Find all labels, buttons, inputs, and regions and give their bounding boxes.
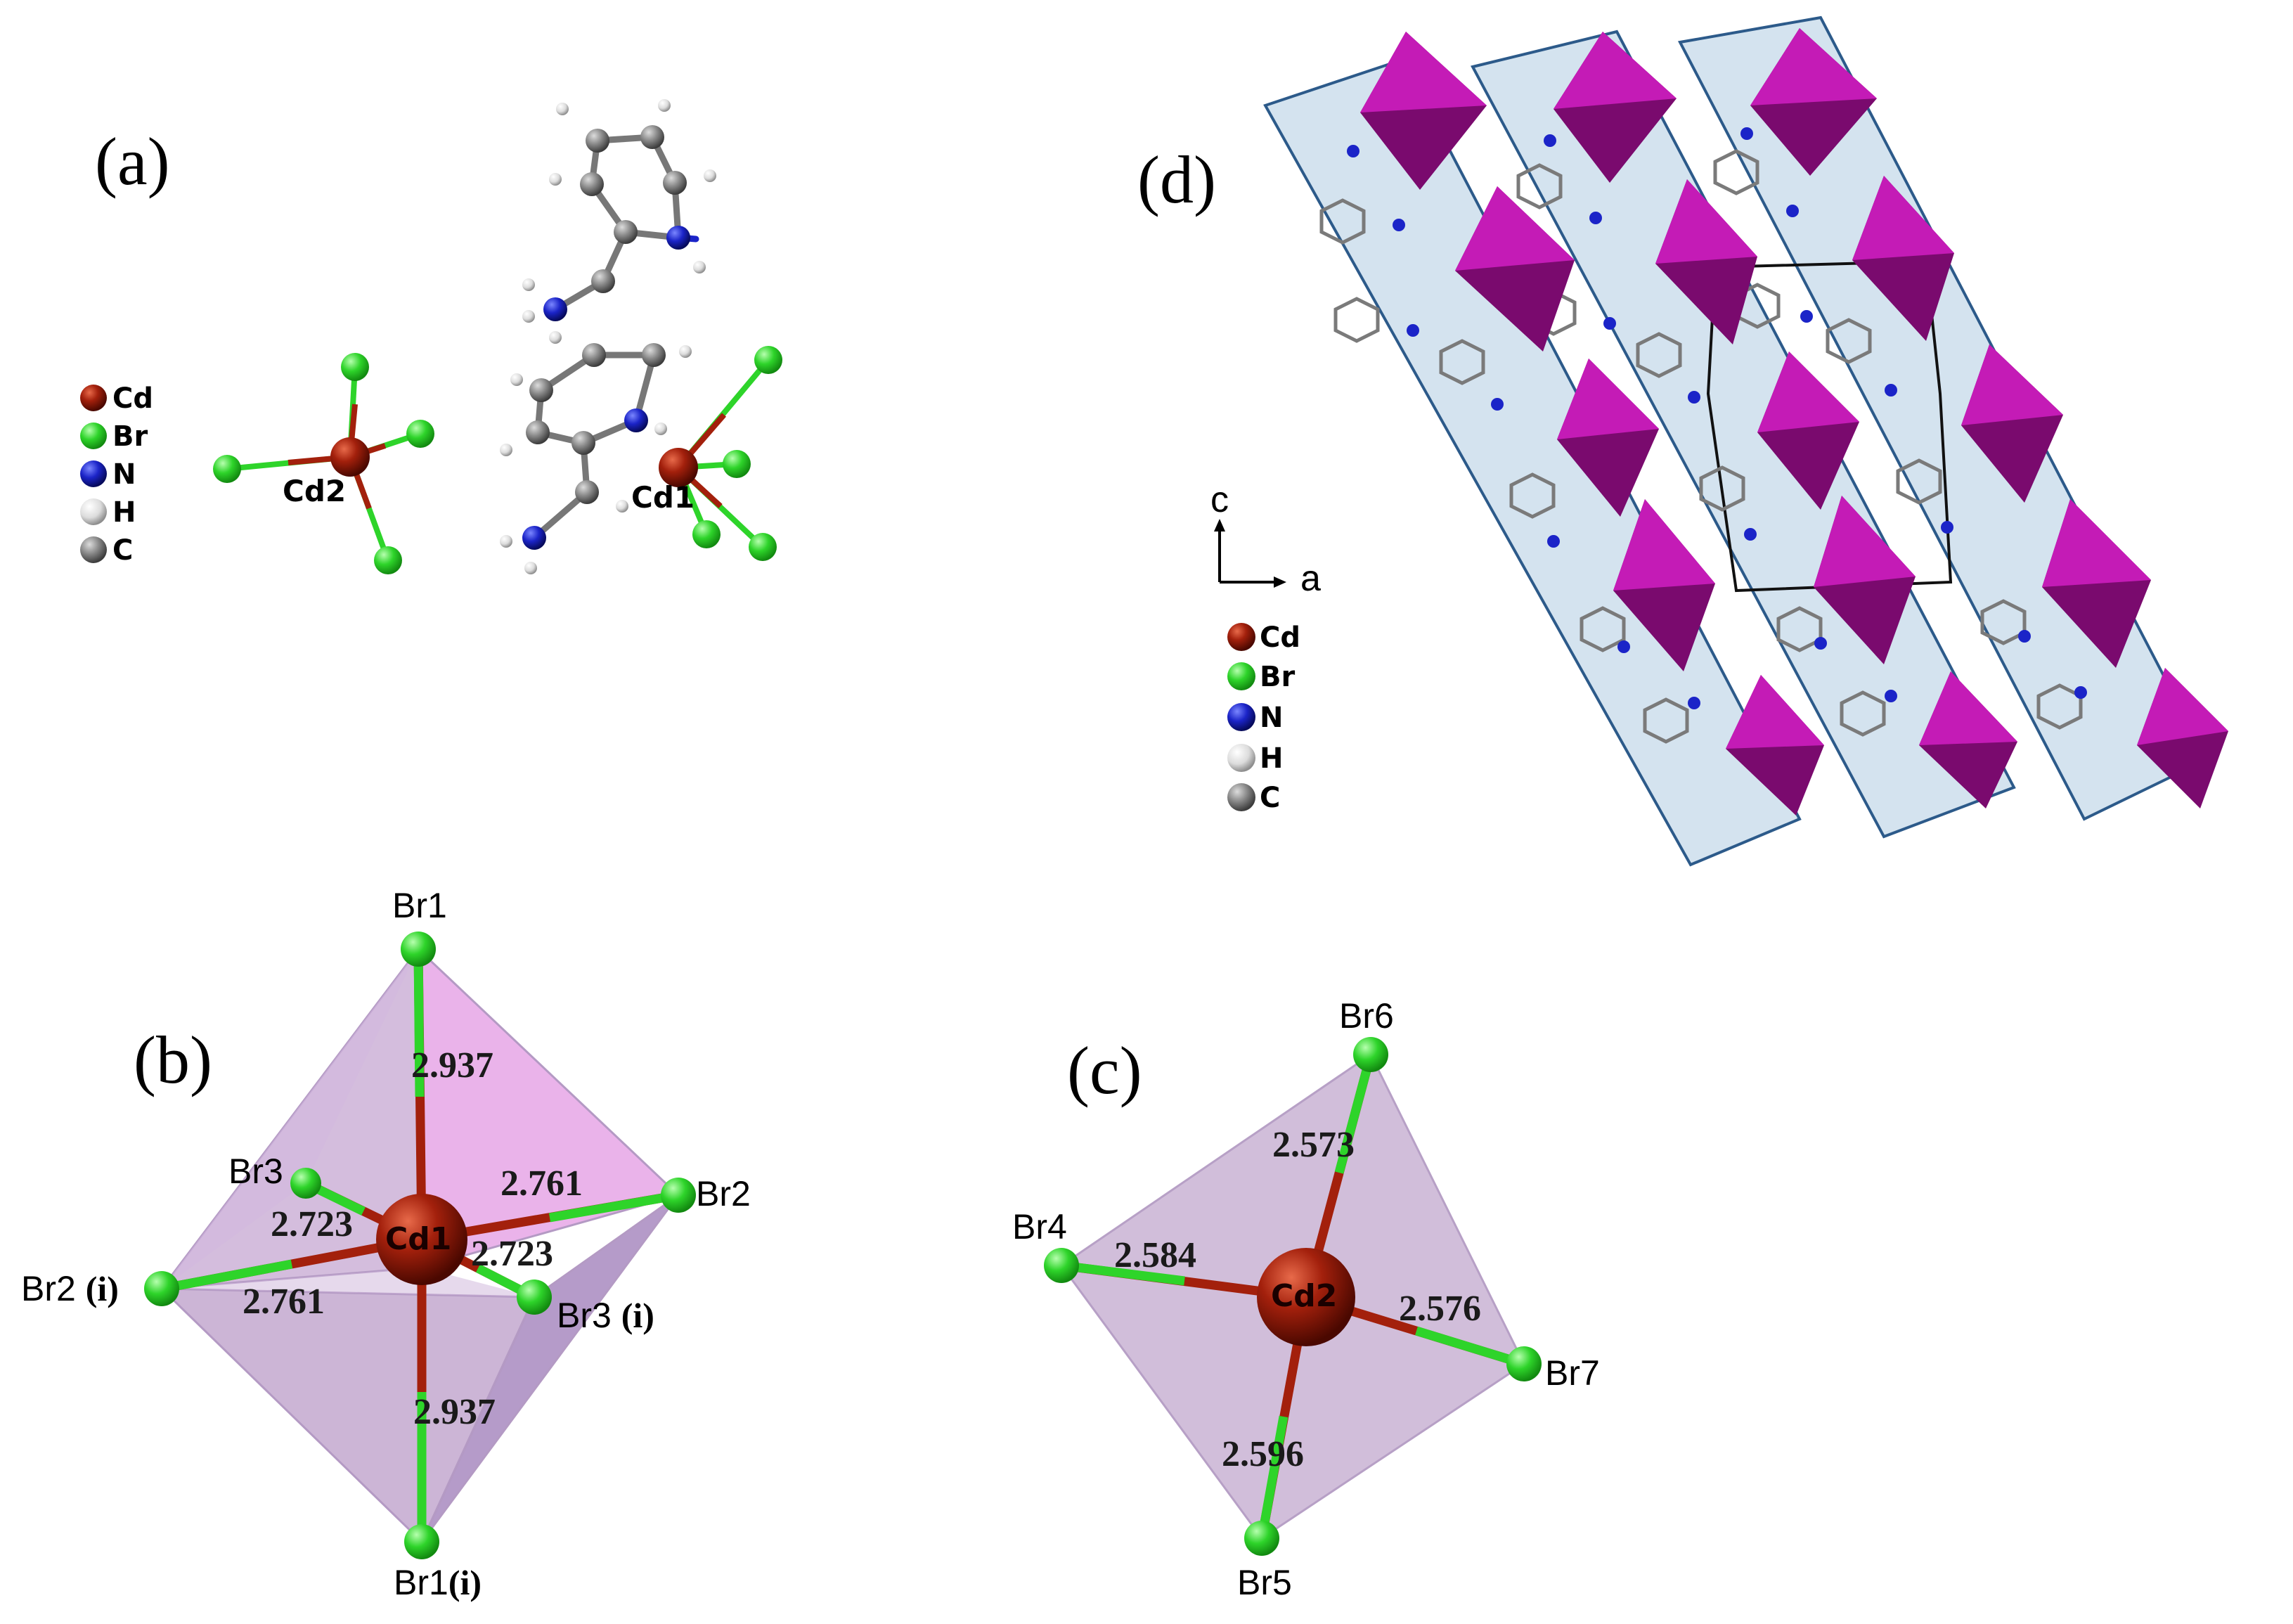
organic-n-atoms: [1347, 127, 2087, 709]
organic-cation-lower: [500, 343, 692, 574]
legend-cd-ball: [1227, 623, 1255, 651]
legend-n-ball: [80, 460, 107, 487]
octahedron: [1750, 28, 1877, 176]
axis-a-label: a: [1300, 558, 1321, 599]
octahedron: [1455, 186, 1575, 352]
legend-a: Cd Br N H C: [80, 382, 153, 567]
octahedron: [1613, 499, 1715, 671]
br3-label: Br3: [228, 1152, 283, 1191]
br3i-label: Br3 (i): [557, 1296, 654, 1335]
octahedron: [1919, 671, 2017, 808]
legend-br-ball: [1227, 662, 1255, 690]
br5-label: Br5: [1237, 1563, 1292, 1602]
br4-atom: [1044, 1248, 1079, 1283]
br7-label: Br7: [1545, 1353, 1600, 1393]
br1i-label: Br1(i): [394, 1563, 482, 1602]
br3i-atom: [517, 1280, 552, 1315]
legend-n-label: N: [1260, 702, 1283, 734]
bond-length-br1: 2.937: [411, 1045, 493, 1085]
cd1-octahedron-a: Cd1: [631, 346, 782, 561]
br2i-atom: [144, 1271, 179, 1306]
panel-a-label: (a): [95, 124, 170, 199]
legend-c-ball: [1227, 783, 1255, 811]
octahedron: [1852, 176, 1954, 341]
panel-b-label: (b): [134, 1022, 212, 1097]
octahedron: [1814, 496, 1916, 664]
octahedron: [2137, 668, 2228, 808]
legend-cd-label: Cd: [112, 382, 153, 415]
br-atom: [406, 420, 434, 448]
legend-c-ball: [80, 536, 107, 563]
cd2-tetrahedron-a: Cd2: [213, 353, 434, 574]
cd2-atom-c: [1257, 1248, 1355, 1346]
legend-c-label: C: [1260, 782, 1280, 814]
br4-label: Br4: [1012, 1207, 1067, 1246]
panel-b: (b) Cd1 Br1 Br1(i) Br2 Br2 (i): [21, 886, 751, 1602]
br6-label: Br6: [1339, 996, 1394, 1036]
br1i-atom: [404, 1524, 439, 1559]
bond-length-br1i: 2.937: [413, 1392, 496, 1432]
br1-label: Br1: [392, 886, 447, 925]
octahedron: [1655, 179, 1757, 344]
cd1-atom-a: [659, 448, 698, 487]
bond-length-br4: 2.584: [1114, 1235, 1196, 1275]
panel-d: (d): [1137, 15, 2228, 867]
br2-atom: [661, 1178, 696, 1213]
br6-atom: [1353, 1037, 1388, 1072]
br5-atom: [1244, 1521, 1279, 1556]
legend-c-label: C: [112, 534, 133, 567]
cd2-atom-a: [330, 437, 370, 477]
panel-d-label: (d): [1137, 142, 1216, 217]
cdbr6-octahedra: [1360, 28, 2228, 816]
cd1-center-label: Cd1: [385, 1221, 451, 1257]
br-atom: [213, 455, 241, 483]
octahedron: [1554, 32, 1677, 183]
octahedron: [1961, 344, 2063, 503]
legend-br-label: Br: [112, 420, 148, 453]
legend-br-label: Br: [1260, 661, 1295, 693]
br3-atom: [290, 1168, 321, 1199]
bond-length-br6: 2.573: [1272, 1125, 1355, 1165]
panel-c: (c) Cd2 Br6 Br4 Br7 Br5 2.573 2.584 2.57…: [1012, 996, 1600, 1602]
bond-length-br2i: 2.761: [243, 1282, 325, 1322]
cd2-label-a: Cd2: [283, 474, 346, 508]
bond-length-br3: 2.723: [271, 1204, 353, 1244]
legend-n-ball: [1227, 703, 1255, 731]
octahedron: [2042, 499, 2151, 668]
octahedron: [1557, 359, 1659, 517]
br-atom: [341, 353, 369, 381]
cd1-label-a: Cd1: [631, 480, 695, 515]
octahedron: [1757, 352, 1859, 510]
cd1-atom-b: [376, 1194, 467, 1285]
br2-label: Br2: [696, 1174, 751, 1213]
panel-a: (a) Cd Br N H C: [80, 99, 782, 574]
cd2-center-label: Cd2: [1271, 1278, 1337, 1314]
br1-atom: [401, 932, 436, 967]
bond-length-br2: 2.761: [500, 1164, 583, 1204]
legend-h-label: H: [112, 496, 136, 529]
br7-atom: [1506, 1346, 1542, 1381]
legend-cd-label: Cd: [1260, 621, 1300, 654]
legend-h-ball: [1227, 744, 1255, 772]
organic-cation-upper: [522, 99, 716, 344]
bond-length-br3i: 2.723: [471, 1234, 553, 1274]
legend-br-ball: [80, 423, 107, 449]
panel-c-label: (c): [1067, 1033, 1142, 1108]
br2i-label: Br2 (i): [21, 1269, 119, 1308]
octahedron: [1726, 675, 1824, 816]
octahedron: [1360, 32, 1487, 190]
bond-length-br7: 2.576: [1399, 1289, 1481, 1329]
legend-d: Cd Br N H C: [1227, 621, 1300, 814]
legend-h-label: H: [1260, 742, 1283, 775]
inorganic-organic-layer: [1263, 58, 1802, 867]
legend-h-ball: [80, 498, 107, 525]
legend-cd-ball: [80, 385, 107, 411]
axis-c-label: c: [1210, 479, 1229, 520]
legend-n-label: N: [112, 458, 136, 491]
axes-indicator: c a: [1210, 479, 1321, 599]
br-atom: [374, 546, 402, 574]
bond-length-br5: 2.596: [1222, 1434, 1304, 1474]
